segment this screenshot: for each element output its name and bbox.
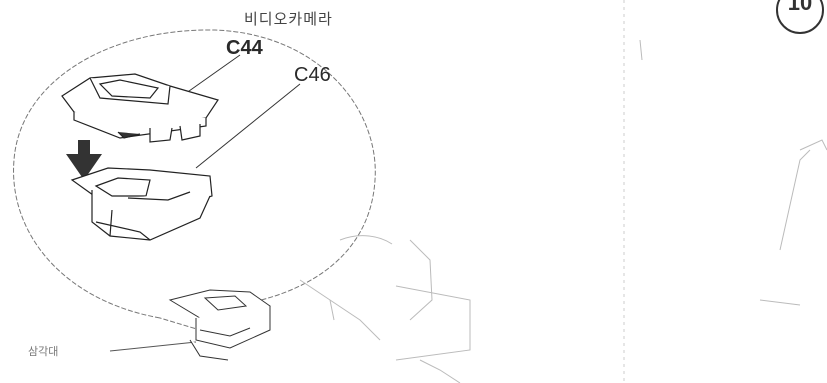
- part-c46-shape: [70, 167, 213, 241]
- part-c44-shape: [61, 73, 219, 143]
- leader-c44: [181, 54, 241, 97]
- background-sketch: [299, 39, 827, 383]
- tripod-label: 삼각대: [28, 346, 59, 358]
- leader-c46: [195, 83, 301, 169]
- video-camera-label: 비디오카메라: [244, 11, 333, 28]
- part-c44-label: C44: [226, 37, 263, 59]
- zoom-callout-bubble: [13, 29, 376, 331]
- down-arrow-icon: [66, 140, 102, 180]
- leader-bottom: [109, 341, 197, 352]
- part-c46-label: C46: [294, 64, 331, 86]
- mount-assembly-shape: [168, 289, 271, 361]
